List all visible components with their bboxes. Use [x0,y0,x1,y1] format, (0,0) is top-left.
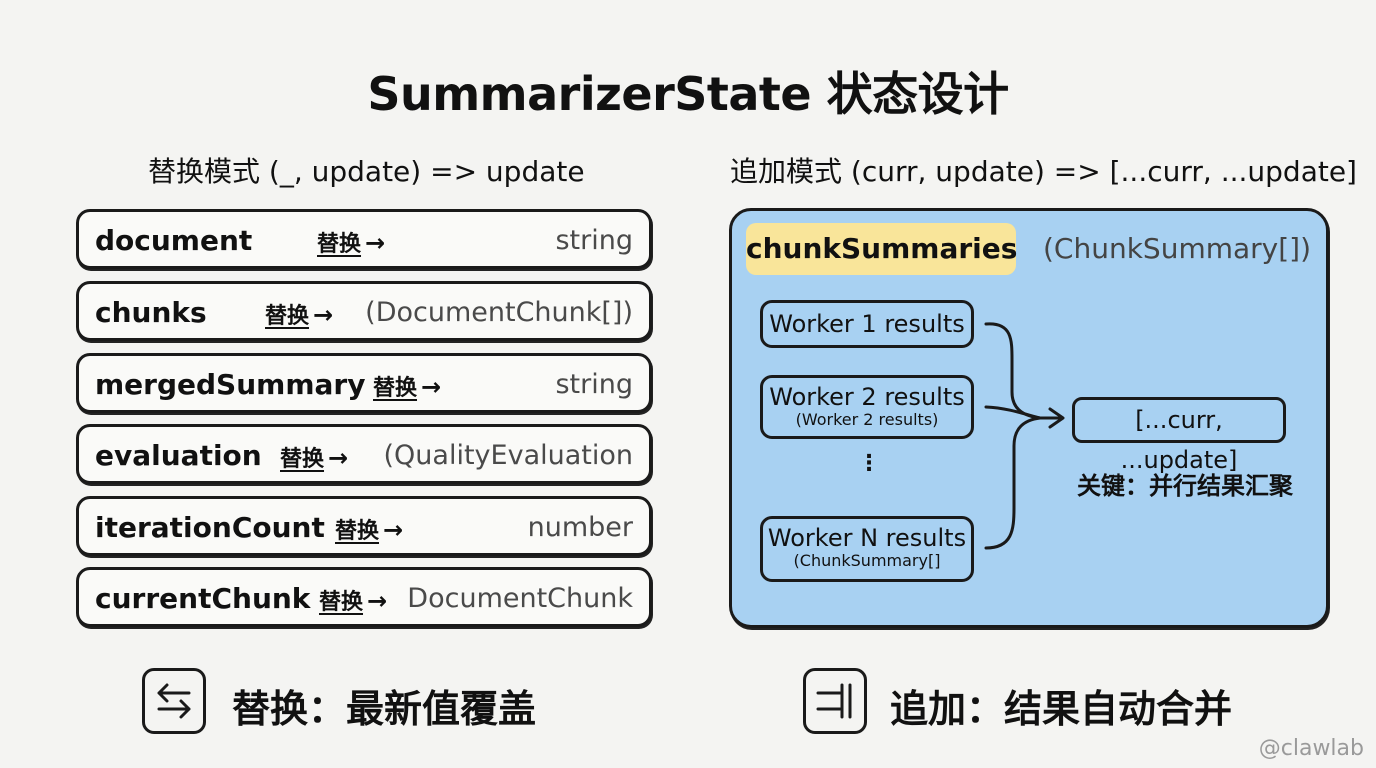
worker-title: Worker N results [767,524,967,552]
field-type: number [527,512,633,543]
field-mode: 替换→ [280,441,348,473]
mode-label: 替换 [265,304,310,329]
arrow-icon: → [421,373,442,401]
append-footer: 追加：结果自动合并 [890,687,1233,731]
arrow-icon: → [365,229,386,257]
worker-1-box: Worker 1 results [760,300,974,348]
mode-label: 替换 [373,376,418,401]
connector-worker-n [984,416,1042,550]
worker-subtitle: (ChunkSummary[] [793,551,941,570]
replace-mode-heading: 替换模式 (_, update) => update [148,155,585,188]
mode-label: 替换 [317,232,362,257]
arrow-icon: → [328,444,349,472]
field-name: evaluation [95,439,262,472]
field-type: (DocumentChunk[]) [365,297,633,328]
field-mode: 替换→ [373,370,441,402]
field-type: (QualityEvaluation [383,440,633,471]
arrow-icon: → [367,587,388,615]
page-title: SummarizerState 状态设计 [367,67,1009,121]
field-row-iteration-count: iterationCount 替换→ number [76,496,652,556]
mode-label: 替换 [319,590,364,615]
connector-worker-2 [984,405,1042,420]
replace-footer: 替换：最新值覆盖 [232,687,537,731]
worker-title: Worker 1 results [769,310,965,338]
field-row-chunks: chunks 替换→ (DocumentChunk[]) [76,281,652,341]
mode-label: 替换 [280,447,325,472]
append-mode-heading: 追加模式 (curr, update) => [...curr, ...upda… [730,155,1357,188]
merge-arrowhead-icon [1048,407,1065,429]
field-mode: 替换→ [319,584,387,616]
worker-title: Worker 2 results [769,383,965,411]
field-type: DocumentChunk [407,583,633,614]
field-row-current-chunk: currentChunk 替换→ DocumentChunk [76,567,652,627]
field-row-merged-summary: mergedSummary 替换→ string [76,353,652,413]
worker-subtitle: (Worker 2 results) [795,410,939,429]
field-name: mergedSummary [95,368,366,401]
ellipsis-dots: ⋮ [858,451,880,476]
arrow-icon: → [383,516,404,544]
swap-arrows-icon [142,668,206,734]
chunk-summaries-type: (ChunkSummary[]) [1043,232,1312,265]
field-mode: 替换→ [335,513,403,545]
merge-result-box: [...curr, ...update] [1072,397,1286,474]
field-mode: 替换→ [317,226,385,258]
mode-label: 替换 [335,519,380,544]
connector-worker-1 [984,322,1042,420]
field-name: iterationCount [95,511,325,544]
arrow-icon: → [313,301,334,329]
worker-2-box: Worker 2 results (Worker 2 results) [760,375,974,439]
merge-bars-icon [803,668,867,734]
field-mode: 替换→ [265,298,333,330]
key-note: 关键：并行结果汇聚 [1077,472,1293,500]
field-type: string [555,369,633,400]
field-name: document [95,224,253,257]
field-type: string [555,225,633,256]
field-name: chunks [95,296,207,329]
field-name: currentChunk [95,582,311,615]
field-row-evaluation: evaluation 替换→ (QualityEvaluation [76,424,652,484]
chunk-summaries-label: chunkSummaries [746,223,1017,275]
worker-n-box: Worker N results (ChunkSummary[] [760,516,974,582]
watermark: @clawlab [1258,736,1364,761]
field-row-document: document 替换→ string [76,209,652,269]
